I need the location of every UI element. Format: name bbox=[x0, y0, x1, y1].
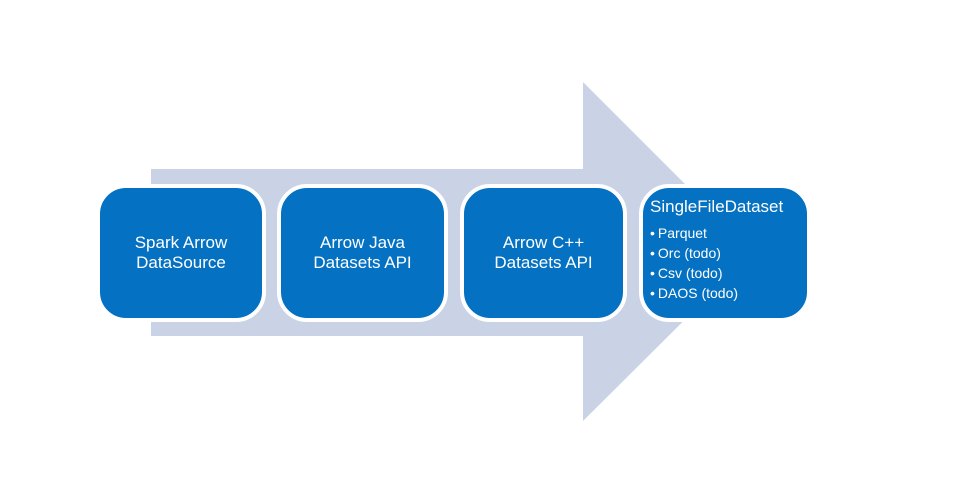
bullet-glyph: • bbox=[650, 245, 655, 261]
list-item-label: DAOS (todo) bbox=[657, 285, 739, 301]
node-label: Spark Arrow DataSource bbox=[134, 233, 228, 272]
file-format-list: • Parquet • Orc (todo) • Csv (todo) • DA… bbox=[650, 223, 803, 303]
node-label: Arrow Java Datasets API bbox=[313, 233, 412, 272]
list-item: • Parquet bbox=[650, 223, 803, 243]
node-singlefiledataset: SingleFileDataset • Parquet • Orc (todo)… bbox=[639, 184, 811, 322]
list-item-label: Orc (todo) bbox=[657, 245, 721, 261]
bullet-glyph: • bbox=[650, 285, 655, 301]
list-item: • Csv (todo) bbox=[650, 263, 803, 283]
node-spark-arrow-datasource: Spark Arrow DataSource bbox=[96, 184, 266, 322]
node-title: SingleFileDataset bbox=[650, 197, 784, 216]
list-item-label: Csv (todo) bbox=[657, 265, 723, 281]
node-label: Arrow C++ Datasets API bbox=[494, 233, 593, 272]
list-item-label: Parquet bbox=[657, 225, 707, 241]
node-arrow-cpp-datasets-api: Arrow C++ Datasets API bbox=[460, 184, 627, 322]
bullet-glyph: • bbox=[650, 225, 655, 241]
node-arrow-java-datasets-api: Arrow Java Datasets API bbox=[277, 184, 448, 322]
bullet-glyph: • bbox=[650, 265, 655, 281]
list-item: • Orc (todo) bbox=[650, 243, 803, 263]
right-arrow-icon bbox=[151, 82, 753, 421]
list-item: • DAOS (todo) bbox=[650, 283, 803, 303]
